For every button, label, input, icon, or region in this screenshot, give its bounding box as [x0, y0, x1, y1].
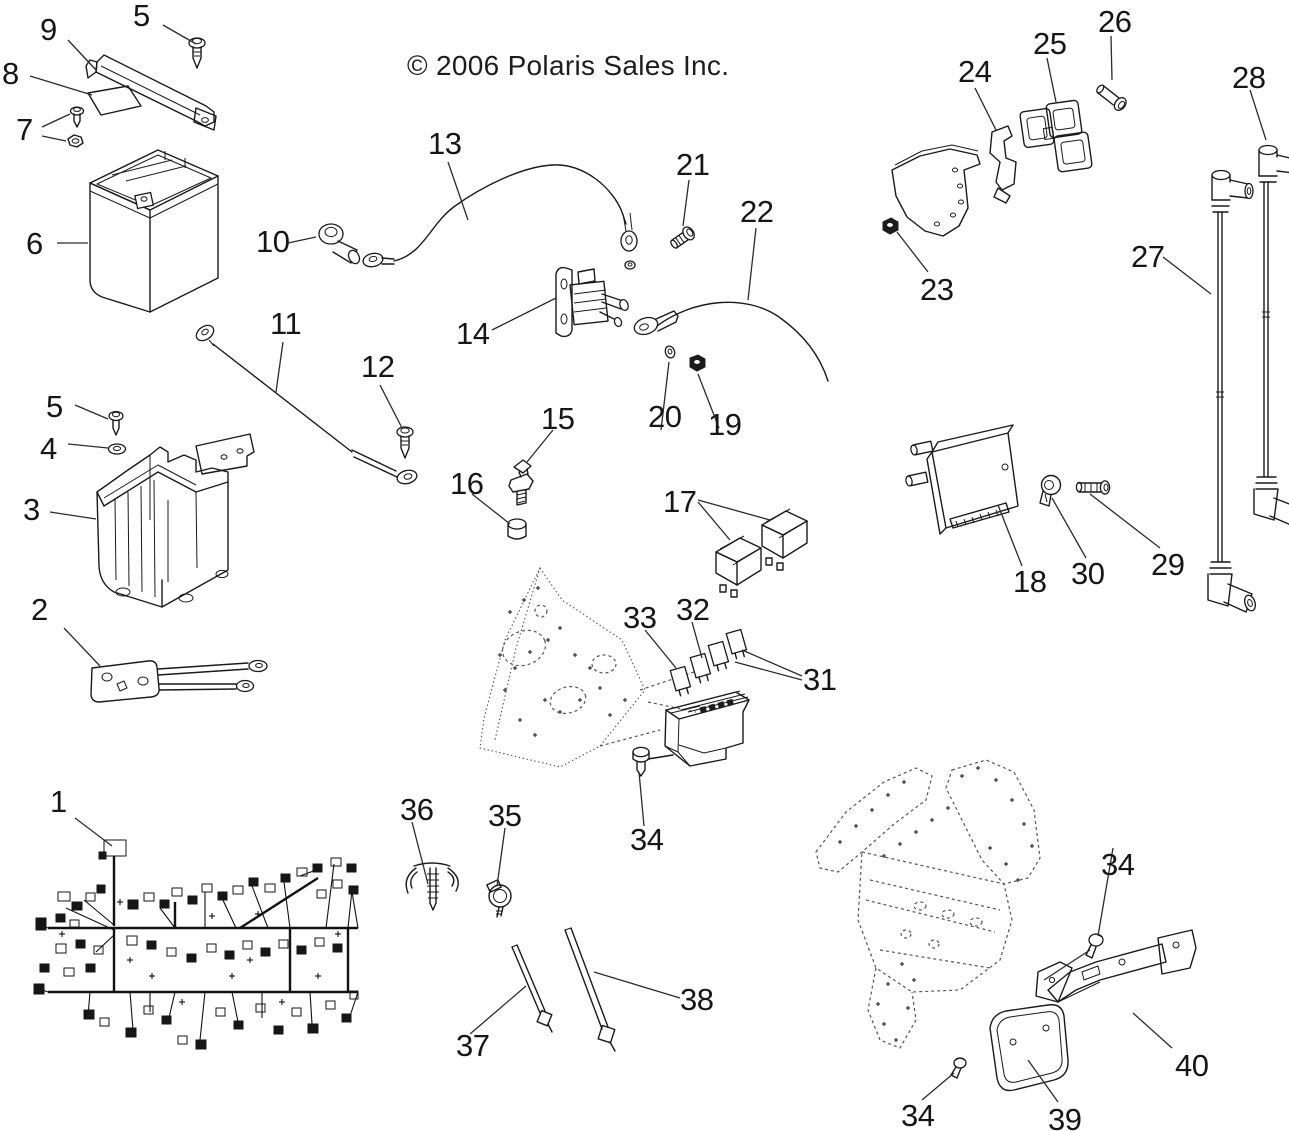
callout-3941: 39: [1048, 1102, 1082, 1131]
mount-bracket-illustration-24: [892, 126, 1016, 236]
battery-box-illustration: [97, 434, 254, 607]
callout-2825: 28: [1232, 60, 1266, 95]
sensor-illustration-15: [509, 460, 533, 505]
callout-64: 6: [26, 226, 43, 261]
callout-2326: 23: [920, 272, 954, 307]
callout-105: 10: [256, 224, 290, 259]
callout-1716: 17: [663, 484, 697, 519]
cable-tie-illustration-38: [565, 928, 615, 1051]
frame-panel-illustration: [480, 568, 700, 767]
battery-cable-illustration-13: [362, 165, 637, 269]
fuse-illustration-31: [670, 629, 748, 696]
callout-50: 5: [133, 0, 150, 33]
ecu-module-illustration-18: [905, 425, 1018, 534]
callout-3232: 32: [676, 592, 710, 627]
bolt-nut-illustration-7: [68, 107, 84, 147]
callout-136: 13: [428, 126, 462, 161]
cable-tie-illustration-37: [512, 945, 552, 1032]
terminal-boot-illustration-10: [319, 224, 362, 266]
wire-clip-illustration-36: [406, 863, 458, 910]
callout-2930: 29: [1151, 547, 1185, 582]
callout-4040: 40: [1175, 1048, 1209, 1083]
cap-illustration-16: [508, 519, 526, 539]
bolt-illustration-21: [668, 225, 697, 251]
nut-illustration-19: [690, 355, 705, 371]
callout-2727: 27: [1131, 239, 1165, 274]
relay-illustration-17: [716, 509, 807, 597]
cover-plate-illustration-39: [990, 1005, 1068, 1091]
callout-220: 2: [31, 592, 48, 627]
callout-2422: 24: [958, 54, 992, 89]
callout-3442: 34: [901, 1098, 935, 1131]
ring-terminal-illustration-22: [632, 302, 828, 381]
callout-418: 4: [40, 431, 57, 466]
callout-228: 22: [740, 194, 774, 229]
clamp-illustration-35: [487, 880, 511, 917]
callout-1512: 15: [541, 401, 575, 436]
callout-2014: 20: [648, 399, 682, 434]
callout-3737: 37: [456, 1028, 490, 1063]
callout-1828: 18: [1013, 564, 1047, 599]
callout-3635: 36: [400, 792, 434, 827]
callout-3133: 31: [803, 662, 837, 697]
callout-217: 21: [676, 147, 710, 182]
callout-121: 1: [50, 784, 67, 819]
leader-lines: [30, 25, 1266, 1102]
bracket-illustration-40: [1036, 930, 1196, 1002]
washer-illustration-20: [664, 345, 676, 359]
antenna-cable-illustration-28: [1254, 146, 1289, 527]
wiring-harness-illustration-1: [34, 585, 1035, 1049]
rear-frame-illustration: [816, 760, 1040, 1048]
callout-91: 9: [40, 12, 57, 47]
callout-3029: 30: [1071, 556, 1105, 591]
cable-clip-illustration-30: [1040, 476, 1061, 507]
solenoid-illustration-14: [556, 268, 630, 337]
callout-1110: 11: [270, 306, 302, 341]
bolt-illustration-34a: [633, 747, 649, 776]
callout-3838: 38: [680, 982, 714, 1017]
callout-1613: 16: [450, 466, 484, 501]
callout-3331: 33: [623, 600, 657, 635]
callout-1915: 19: [708, 407, 742, 442]
callout-1211: 12: [361, 349, 395, 384]
battery-pad-illustration: [88, 86, 141, 115]
bolt-illustration-34b: [1086, 934, 1103, 958]
bolt-illustration-12: [397, 427, 413, 458]
callout-3434: 34: [630, 822, 664, 857]
antenna-cable-illustration-27: [1208, 171, 1257, 613]
bolt-illustration-29: [1076, 481, 1109, 494]
bolt-illustration-5a: [189, 38, 205, 68]
bolt-illustration-34c: [951, 1058, 966, 1078]
busbar-cables-illustration-2: [91, 661, 267, 703]
washer-illustration-4: [109, 444, 126, 454]
callout-73: 7: [16, 112, 33, 147]
callout-3439: 34: [1101, 847, 1135, 882]
ground-cable-illustration-11: [193, 322, 418, 485]
bolt-illustration-5b: [109, 412, 123, 436]
nut-illustration-23: [883, 218, 898, 234]
callout-149: 14: [456, 316, 490, 351]
switch-illustration-25: [1020, 100, 1093, 172]
battery-illustration: [90, 150, 218, 312]
callout-517: 5: [46, 389, 63, 424]
bolt-illustration-26: [1094, 81, 1128, 112]
callout-82: 8: [2, 56, 19, 91]
callout-2624: 26: [1098, 4, 1132, 39]
fuse-box-illustration: [648, 691, 749, 766]
callout-2523: 25: [1033, 26, 1067, 61]
callout-3536: 35: [488, 798, 522, 833]
callout-319: 3: [23, 492, 40, 527]
copyright-text: © 2006 Polaris Sales Inc.: [407, 50, 730, 81]
